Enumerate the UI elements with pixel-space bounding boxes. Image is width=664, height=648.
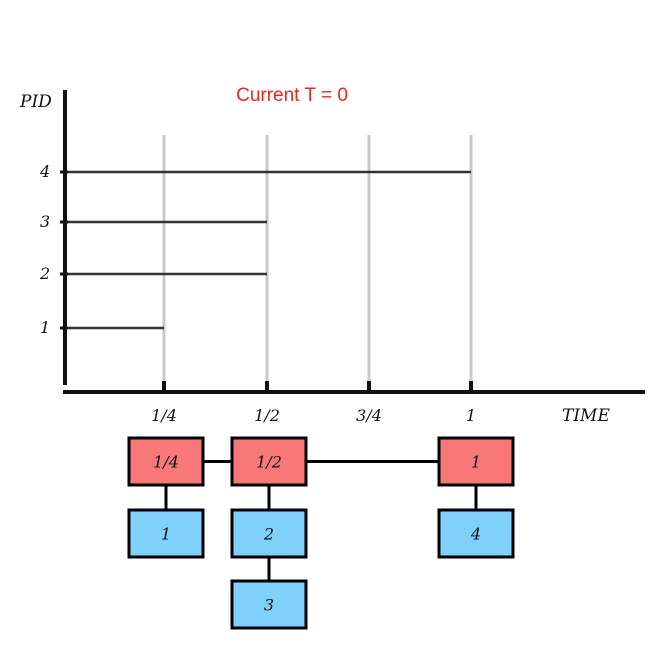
time-gridlines: [162, 135, 473, 385]
pid-node-2: [230, 508, 308, 559]
x-tick-label-4: 1: [466, 406, 476, 425]
y-axis-label: PID: [19, 92, 52, 112]
pid-node-1: [127, 508, 205, 559]
pid-label-3: 3: [40, 212, 50, 231]
x-tick-group: 1/4 1/2 3/4 1: [151, 381, 476, 425]
pid-node-label-4: 4: [470, 525, 481, 544]
time-node-label-1: 1/4: [153, 453, 179, 472]
time-node-3: [437, 436, 515, 487]
x-axis-label: TIME: [562, 406, 610, 426]
time-node-label-3: 1: [471, 453, 481, 472]
event-list-diagram: 1/4 1 1/2 2 3 1 4: [127, 436, 515, 630]
current-time-title: Current T = 0: [236, 85, 348, 106]
time-node-2: [230, 436, 308, 487]
pid-node-label-1: 1: [161, 525, 171, 544]
pid-label-4: 4: [39, 162, 50, 181]
pid-label-2: 2: [39, 264, 50, 283]
time-node-label-2: 1/2: [256, 453, 282, 472]
pid-node-label-3: 3: [264, 596, 274, 615]
x-tick-label-2: 1/2: [254, 406, 280, 425]
pid-label-group: 1 2 3 4: [39, 162, 68, 337]
pid-node-3: [230, 579, 308, 630]
pid-node-4: [437, 508, 515, 559]
process-bars: [65, 170, 471, 330]
pid-label-1: 1: [40, 318, 50, 337]
x-tick-label-3: 3/4: [356, 406, 382, 425]
x-tick-label-1: 1/4: [151, 406, 177, 425]
pid-node-label-2: 2: [263, 525, 274, 544]
